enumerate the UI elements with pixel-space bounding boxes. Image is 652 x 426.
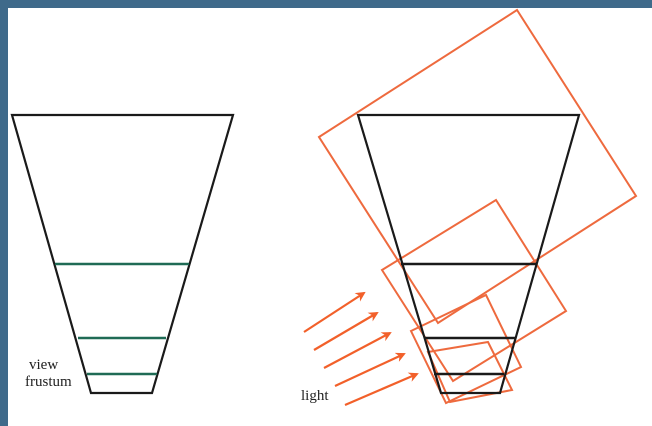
right-frustum-outline xyxy=(356,113,581,395)
right-view-frustum xyxy=(356,113,581,395)
light-arrows xyxy=(303,291,419,407)
shadow-map-boxes xyxy=(317,8,638,405)
light-arrow-5 xyxy=(344,372,419,407)
frustum-label: frustum xyxy=(25,374,72,390)
light-arrow-3 xyxy=(323,332,392,369)
left-frustum-outline xyxy=(10,113,235,395)
left-view-frustum xyxy=(10,113,235,395)
light-arrow-2 xyxy=(313,311,379,351)
view-label: view xyxy=(29,357,58,373)
diagram-canvas xyxy=(8,8,652,426)
shadow-box-3 xyxy=(409,293,523,405)
light-arrow-1 xyxy=(303,291,366,333)
shadow-box-2 xyxy=(380,198,568,383)
light-label: light xyxy=(301,388,329,404)
shadow-box-1 xyxy=(317,8,638,325)
light-arrow-4 xyxy=(334,352,406,387)
shadow-box-4 xyxy=(426,340,514,404)
